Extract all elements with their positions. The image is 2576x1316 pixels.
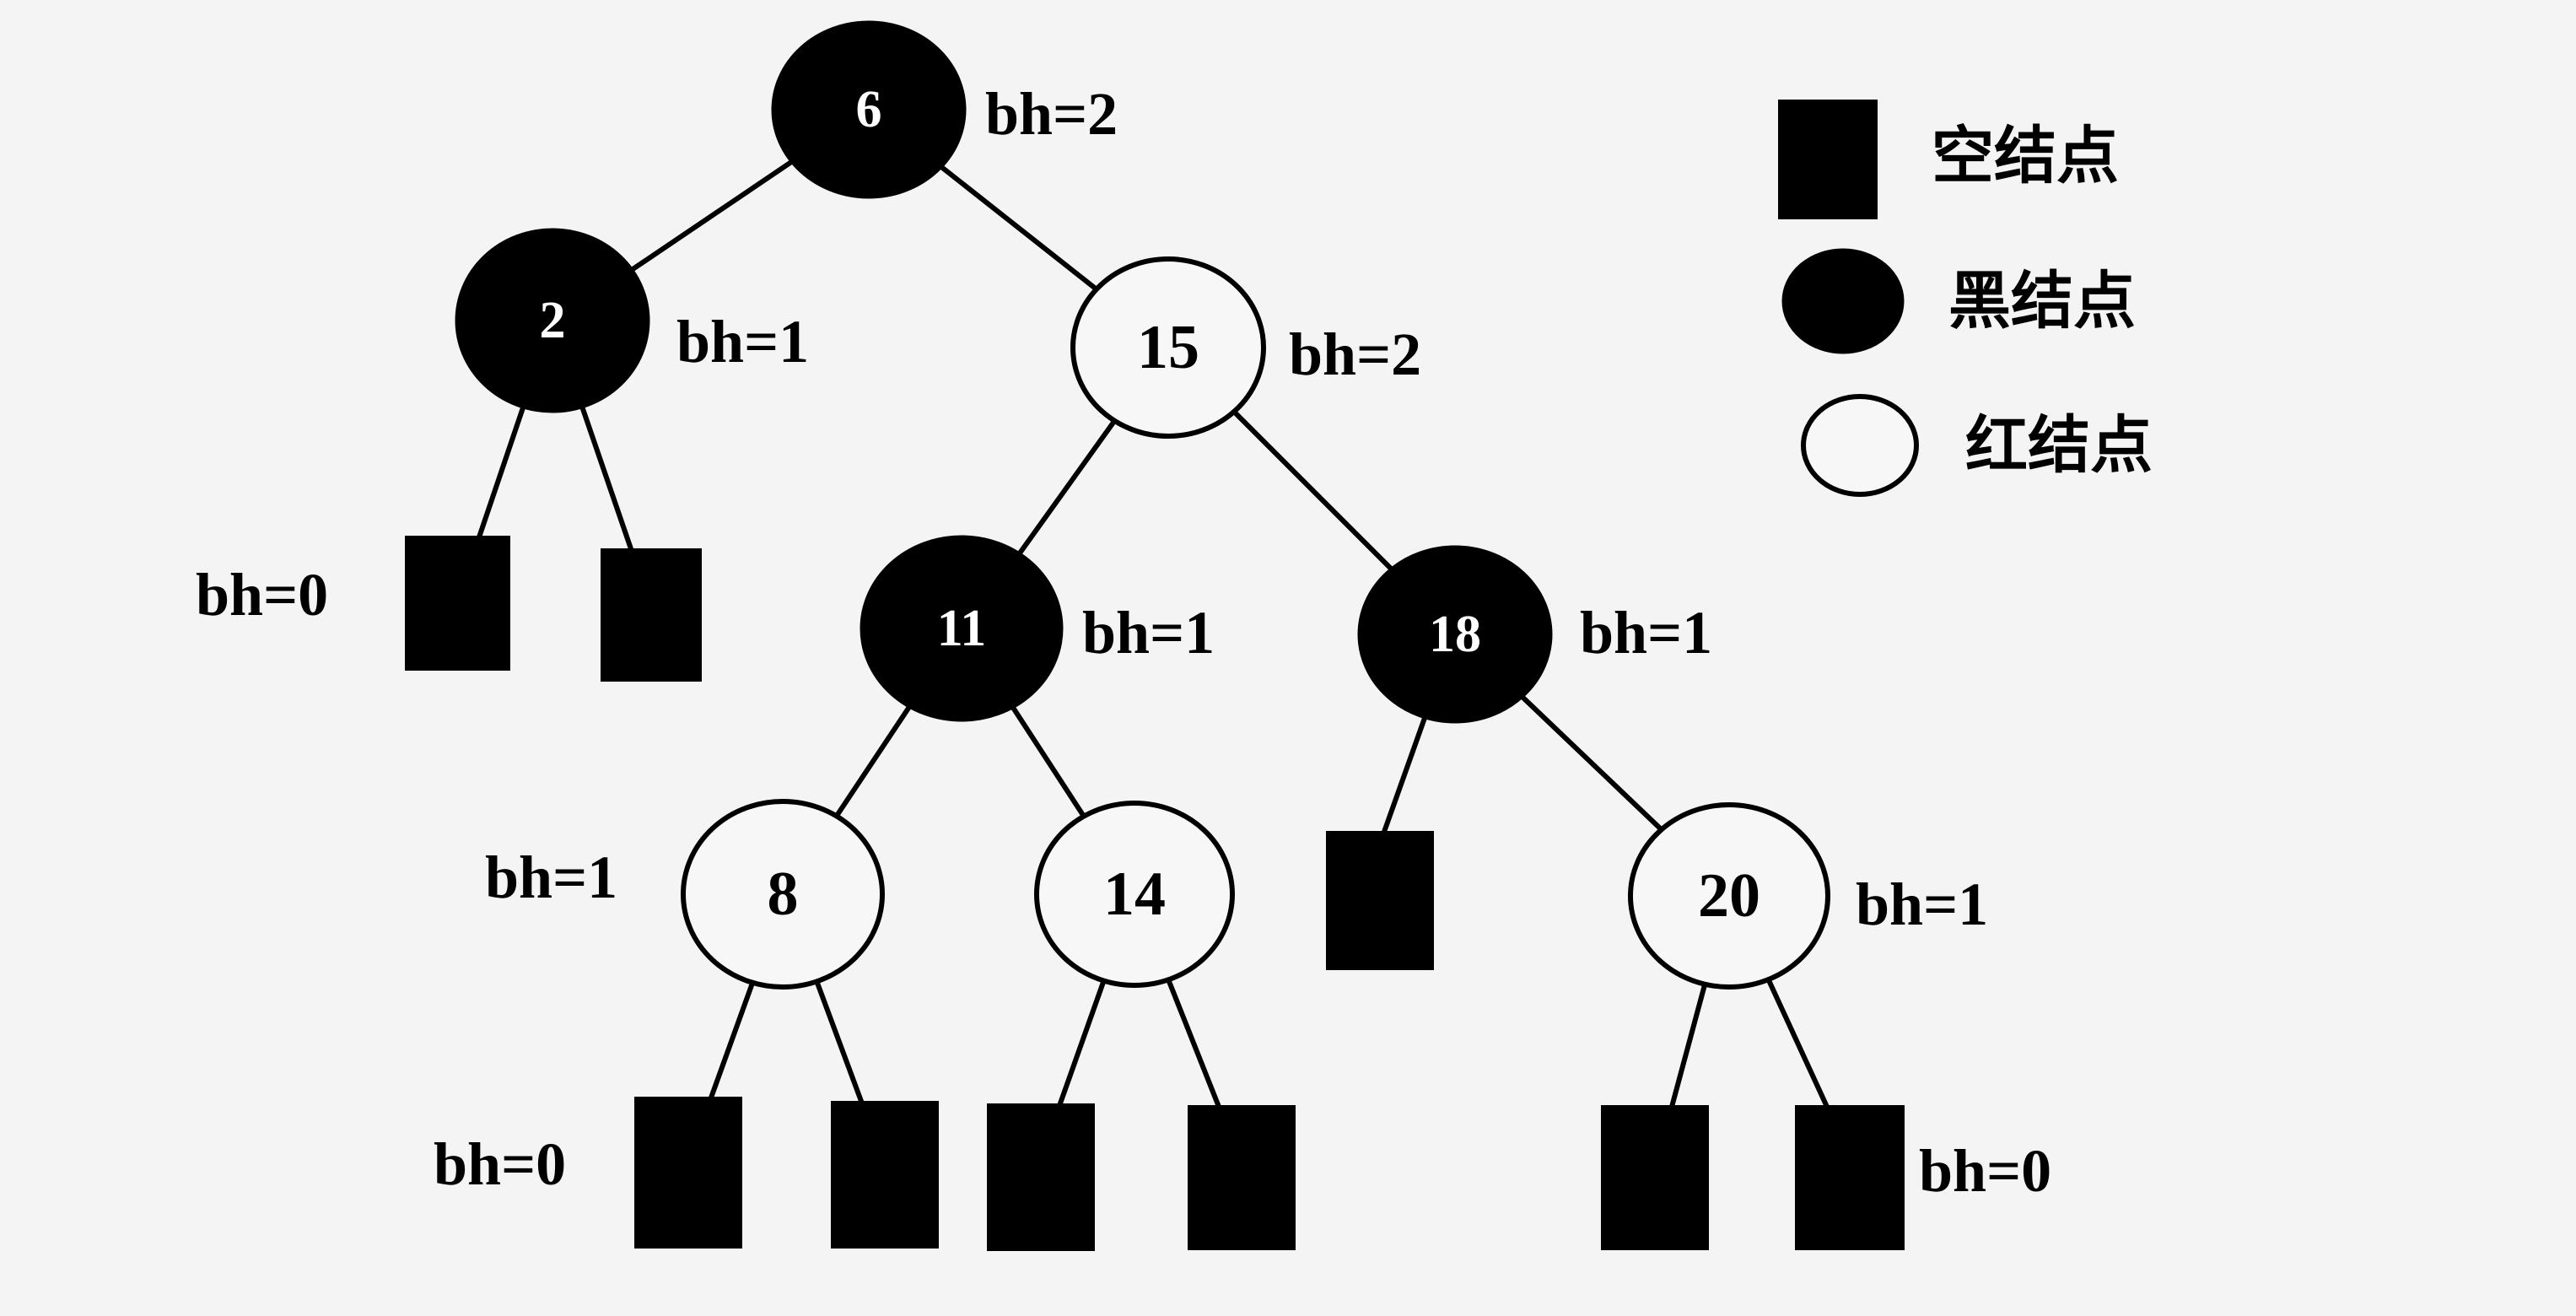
red-node-circle [1628, 802, 1830, 990]
red-node-circle [681, 799, 885, 990]
node-value: 20 [1698, 861, 1760, 930]
nil-leaves [405, 536, 1905, 1251]
bh-label-nil-2-left: bh=0 [196, 561, 328, 628]
bh-label-node-2: bh=1 [676, 308, 809, 375]
nil-leaf [601, 548, 702, 682]
node-20: 20 [1628, 802, 1830, 990]
node-value: 11 [937, 600, 987, 657]
nil-leaf [987, 1103, 1095, 1251]
node-value: 18 [1429, 606, 1481, 663]
red-node-circle [1070, 256, 1266, 439]
nil-leaf [1601, 1105, 1709, 1250]
red-node-circle [1034, 801, 1235, 988]
node-14: 14 [1034, 801, 1235, 988]
black-node-circle [860, 535, 1064, 722]
node-11: 11 [860, 535, 1064, 722]
legend-nil-label: 空结点 [1932, 120, 2119, 192]
nil-leaf [1326, 831, 1434, 970]
node-8: 8 [681, 799, 885, 990]
legend-red-swatch [1801, 394, 1919, 497]
legend-red-label: 红结点 [1965, 409, 2153, 482]
nil-leaf [1795, 1105, 1905, 1250]
bh-label-node-8: bh=1 [485, 844, 617, 911]
black-node-circle [771, 20, 967, 199]
node-value: 14 [1103, 860, 1166, 929]
legend-nil-swatch [1778, 100, 1878, 219]
node-18: 18 [1357, 545, 1553, 724]
nil-leaf [405, 536, 510, 671]
node-6: 6 [771, 20, 967, 199]
legend-black-swatch [1781, 248, 1905, 354]
black-height-labels: bh=2 bh=1 bh=2 bh=1 bh=1 bh=1 bh=1 bh=0 … [196, 80, 2051, 1205]
nil-leaf [831, 1101, 939, 1249]
node-value: 15 [1137, 313, 1199, 382]
black-node-circle [1357, 545, 1553, 724]
node-value: 8 [768, 860, 799, 929]
bh-label-nil-8-left: bh=0 [434, 1130, 566, 1198]
nil-leaf [634, 1097, 742, 1249]
bh-label-node-18: bh=1 [1580, 599, 1712, 666]
nil-leaf [1188, 1105, 1296, 1250]
bh-label-nil-20-right: bh=0 [1919, 1137, 2051, 1205]
legend: 空结点 黑结点 红结点 [1778, 100, 2153, 497]
node-value: 2 [540, 292, 566, 349]
node-value: 6 [856, 81, 882, 138]
bh-label-node-20: bh=1 [1856, 871, 1988, 938]
bh-label-node-15: bh=2 [1289, 321, 1421, 388]
node-15: 15 [1070, 256, 1266, 439]
bh-label-node-11: bh=1 [1082, 599, 1215, 666]
black-node-circle [455, 228, 650, 413]
node-2: 2 [455, 228, 650, 413]
legend-black-label: 黑结点 [1948, 265, 2136, 337]
bh-label-node-6: bh=2 [985, 80, 1118, 148]
